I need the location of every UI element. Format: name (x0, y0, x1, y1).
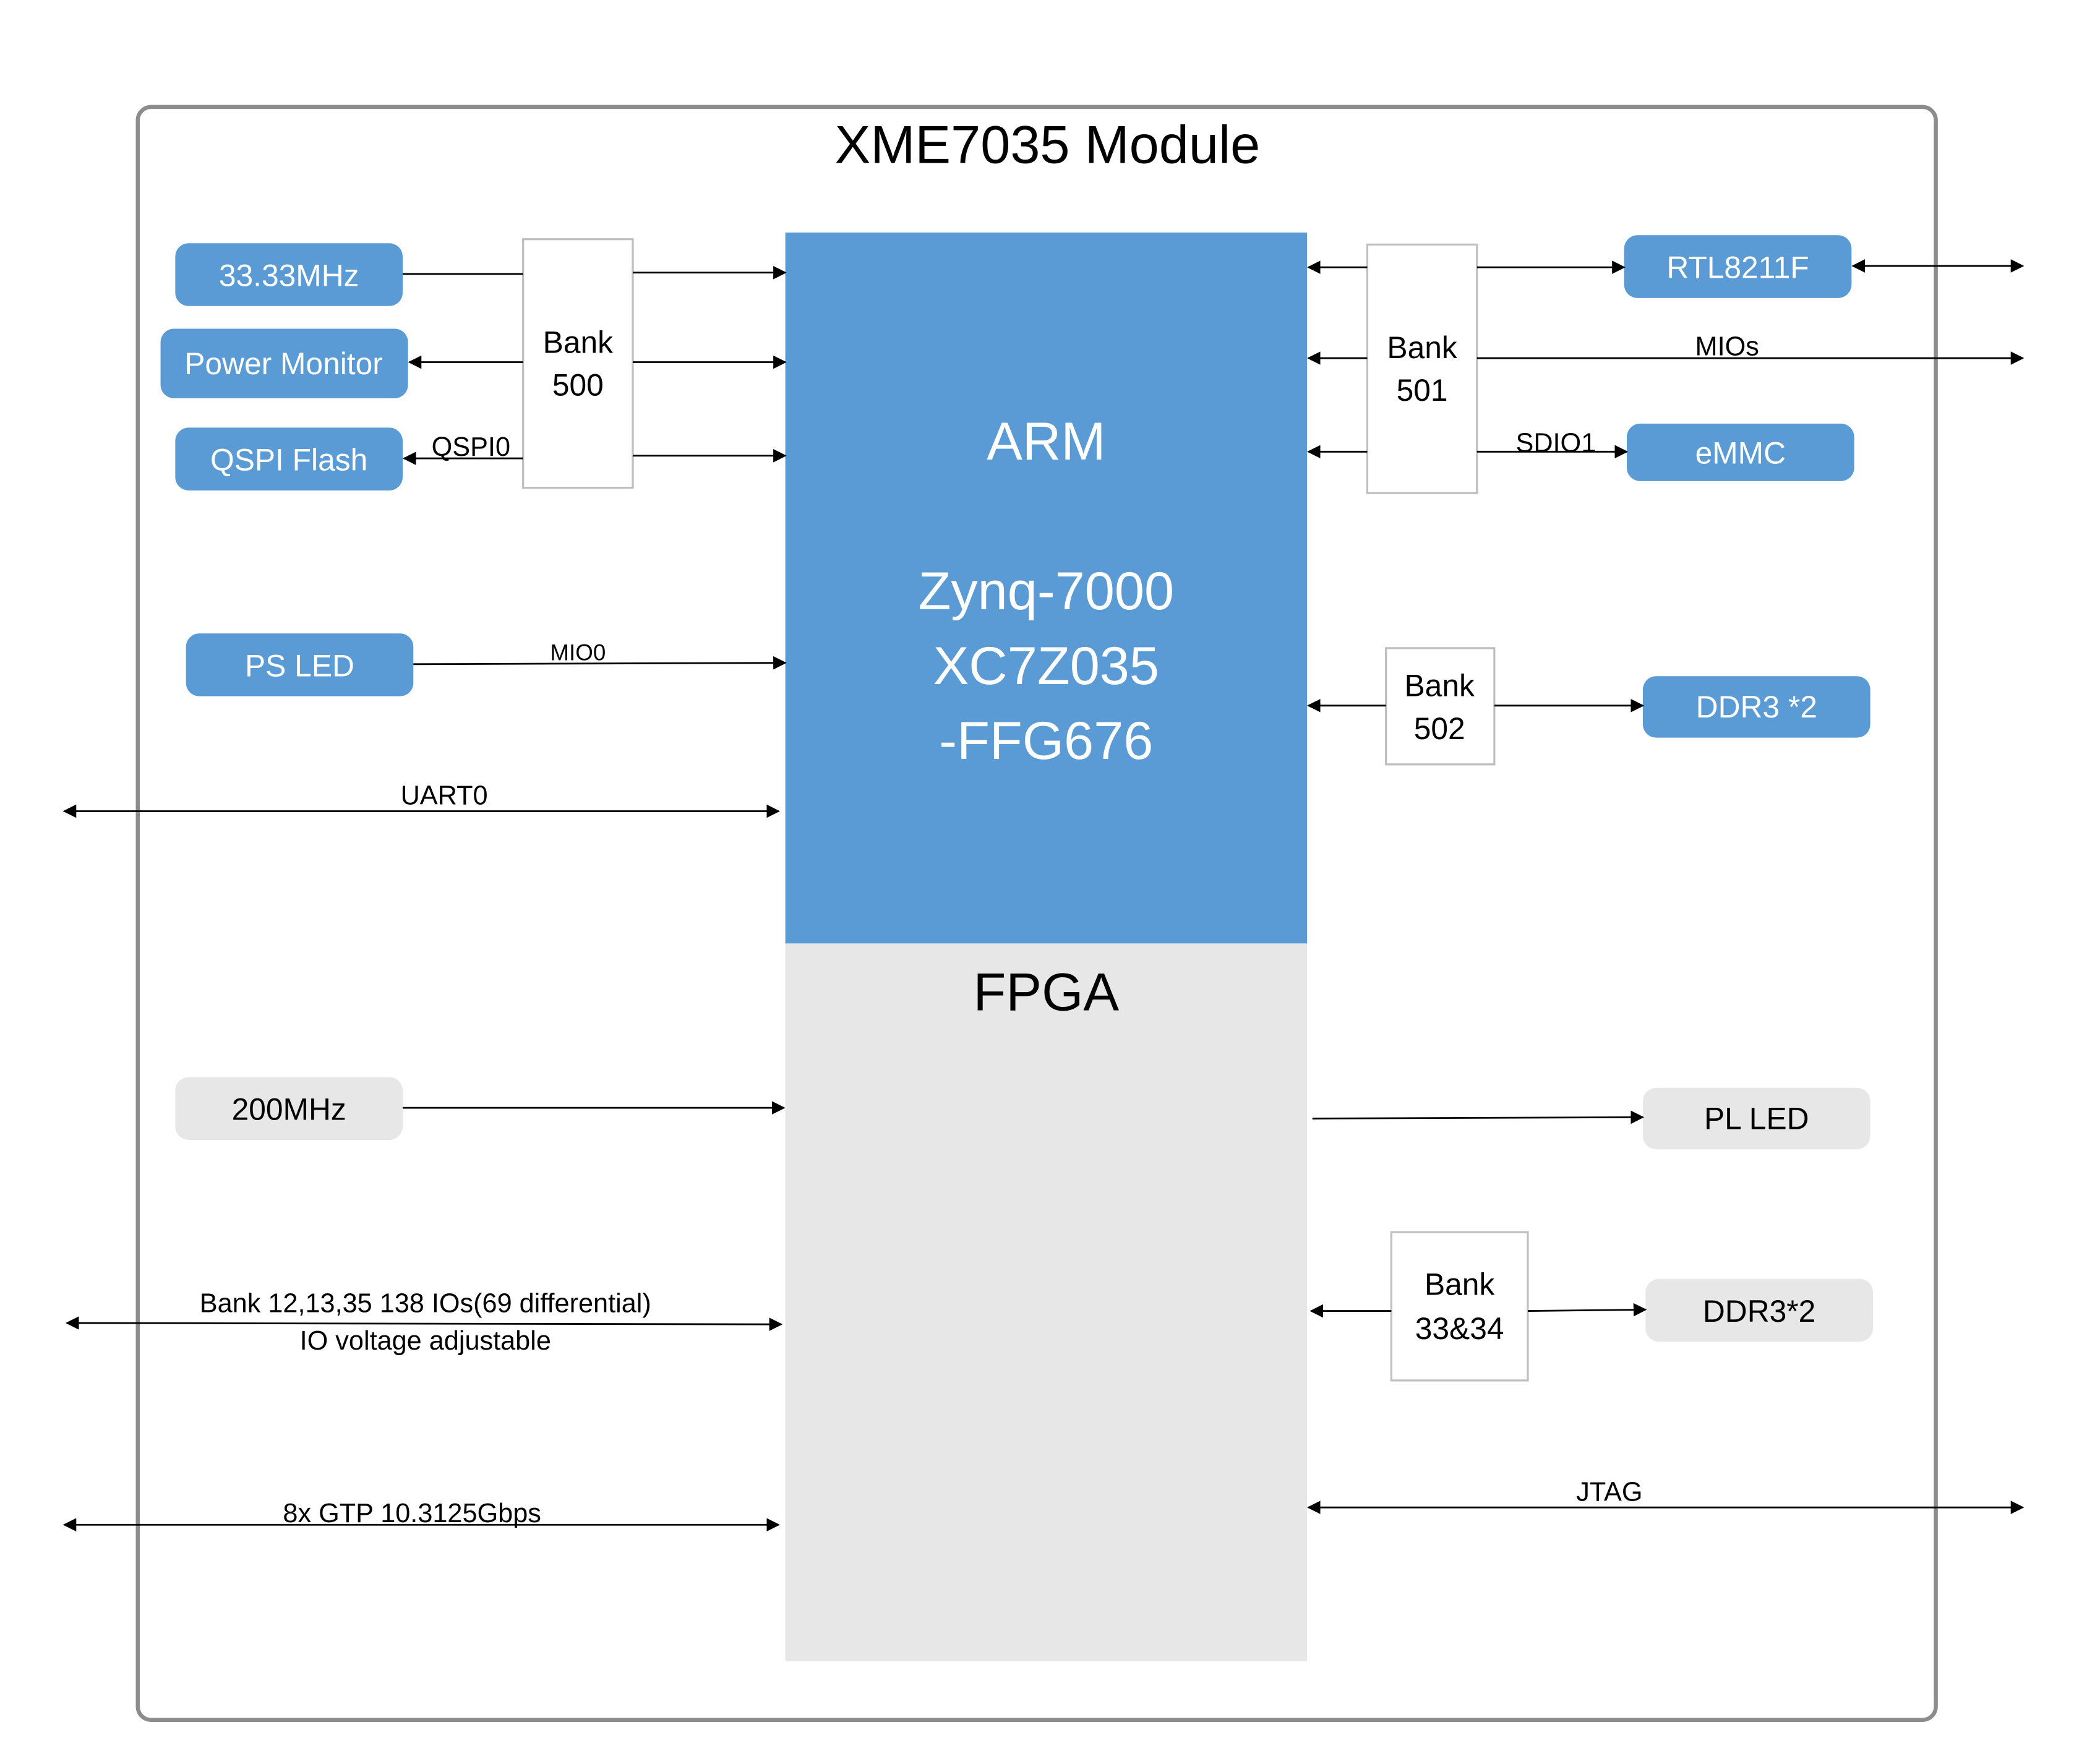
osc-200-block (175, 1077, 403, 1140)
bank-502-box (1385, 647, 1496, 766)
osc-33-label: 33.33MHz (219, 258, 359, 293)
signal-mios: MIOs (1695, 332, 1759, 362)
bank-500-box (522, 238, 634, 489)
fpga-label: FPGA (974, 962, 1120, 1022)
osc-200-label: 200MHz (232, 1092, 346, 1127)
power-monitor-label: Power Monitor (184, 346, 383, 381)
chip-line-1: Zynq-7000 (919, 562, 1175, 621)
ps-led-label: PS LED (245, 648, 354, 683)
bank-33-34-line-2: 33&34 (1415, 1311, 1504, 1346)
line-bank3334-ddr3 (1527, 1303, 1647, 1317)
chip-line-3: -FFG676 (939, 711, 1153, 771)
fpga-pl-block (785, 943, 1308, 1661)
ps-led-block (186, 633, 414, 696)
qspi-flash-label: QSPI Flash (210, 443, 367, 477)
bank-502-line-2: 502 (1414, 711, 1465, 746)
line-psled-arm (413, 656, 787, 670)
bank-501-line-1: Bank (1387, 330, 1457, 365)
qspi-flash-block (175, 427, 403, 490)
module-frame (135, 105, 1938, 1722)
bank-502-line-1: Bank (1405, 669, 1475, 703)
bank-33-34-box (1390, 1231, 1529, 1382)
arm-ps-block (785, 232, 1308, 944)
osc-33-block (175, 243, 403, 306)
bank-500-line-1: Bank (543, 325, 613, 359)
signal-mio0: MIO0 (550, 640, 606, 665)
signal-uart0: UART0 (401, 781, 488, 811)
signal-sdio1: SDIO1 (1515, 428, 1596, 458)
signal-qspi0: QSPI0 (432, 432, 510, 462)
module-title: XME7035 Module (835, 116, 1261, 175)
rtl8211f-label: RTL8211F (1666, 250, 1809, 285)
signal-jtag: JTAG (1576, 1477, 1642, 1507)
signal-bank-io-line-1: Bank 12,13,35 138 IOs(69 differential) (200, 1289, 651, 1319)
signal-gtp: 8x GTP 10.3125Gbps (283, 1499, 541, 1528)
signal-bank-io-line-2: IO voltage adjustable (300, 1326, 551, 1356)
emmc-block (1626, 423, 1854, 481)
bank-501-box (1366, 243, 1478, 494)
ddr3-ps-label: DDR3 *2 (1696, 690, 1817, 724)
arm-label: ARM (987, 412, 1105, 471)
line-fpga-plled (1312, 1110, 1645, 1124)
pl-led-block (1642, 1087, 1871, 1150)
bank-501-line-2: 501 (1397, 373, 1448, 408)
ddr3-ps-block (1642, 676, 1871, 738)
rtl8211f-block (1624, 235, 1852, 298)
line-bank-ios (65, 1316, 783, 1331)
chip-line-2: XC7Z035 (933, 636, 1159, 696)
pl-led-label: PL LED (1704, 1102, 1809, 1136)
emmc-label: eMMC (1695, 436, 1786, 471)
power-monitor-block (160, 328, 408, 398)
ddr3-pl-label: DDR3*2 (1703, 1294, 1815, 1329)
bank-33-34-line-1: Bank (1425, 1267, 1494, 1302)
bank-500-line-2: 500 (552, 368, 604, 403)
ddr3-pl-block (1645, 1278, 1873, 1342)
